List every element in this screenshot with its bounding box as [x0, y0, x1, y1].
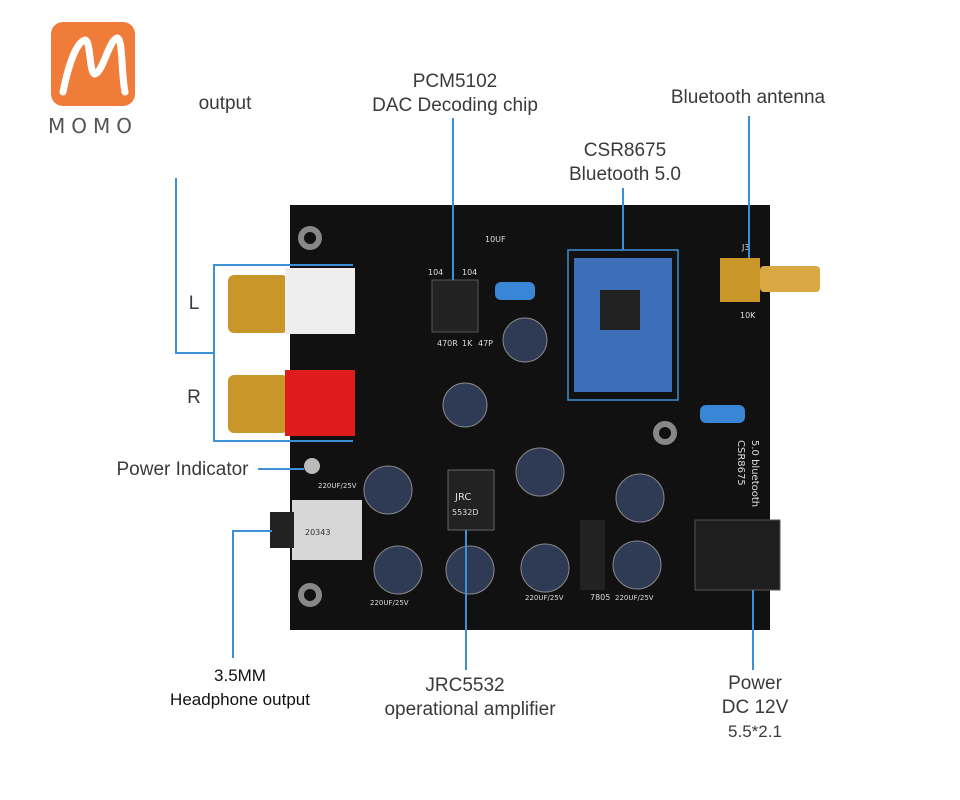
- logo-m-mark-icon: [59, 34, 129, 96]
- pointer-line-dac: [452, 118, 454, 280]
- rca-right-housing: [285, 370, 355, 436]
- headphone-jack: [292, 500, 362, 560]
- dc-power-jack: [694, 519, 781, 591]
- board-text-104b: 104: [462, 268, 477, 277]
- label-opamp-line2: operational amplifier: [384, 699, 556, 720]
- label-headphone-line2: Headphone output: [170, 690, 310, 709]
- pointer-bracket-top: [213, 264, 353, 266]
- board-text-104a: 104: [428, 268, 443, 277]
- board-text-47p: 47P: [478, 339, 493, 348]
- logo-tile: [51, 22, 135, 106]
- board-text-5532d: 5532D: [452, 508, 479, 517]
- pointer-line-power-indicator: [258, 468, 304, 470]
- rca-right-gold: [228, 375, 288, 433]
- sma-connector: [760, 266, 820, 292]
- board-text-470r: 470R: [437, 339, 458, 348]
- pointer-bracket-left: [213, 264, 215, 442]
- board-text-10k: 10K: [740, 311, 756, 320]
- pointer-bracket-bottom: [213, 440, 353, 442]
- cap-1: [502, 317, 548, 363]
- rca-left-gold: [228, 275, 288, 333]
- label-power-line3: 5.5*2.1: [728, 722, 782, 741]
- board-text-csr8675: CSR8675: [735, 440, 746, 486]
- board-text-220uf-a: 220UF/25V: [318, 482, 357, 490]
- headphone-jack-socket: [270, 512, 294, 548]
- board-text-10uf: 10UF: [485, 235, 506, 244]
- label-bt-line2: Bluetooth 5.0: [569, 164, 681, 185]
- label-antenna: Bluetooth antenna: [670, 87, 826, 108]
- board-text-jrc: JRC: [454, 492, 471, 503]
- bt-module-highlight: [567, 249, 679, 401]
- label-headphone-line1: 3.5MM: [214, 666, 266, 685]
- logo-brand-text: MOMO: [48, 114, 138, 138]
- pointer-line-headphone-h: [232, 530, 272, 532]
- label-dac-line2: DAC Decoding chip: [372, 95, 538, 116]
- rca-left-housing: [285, 268, 355, 334]
- cap-8: [520, 543, 570, 593]
- antenna-connector: [720, 258, 760, 302]
- cap-2: [442, 382, 488, 428]
- bt-module-chip: [600, 290, 640, 330]
- regulator-7805: [580, 520, 605, 590]
- label-right-channel: R: [187, 387, 201, 408]
- film-cap-1: [495, 282, 535, 300]
- pointer-line-headphone-v: [232, 530, 234, 658]
- label-power-line1: Power: [728, 673, 782, 694]
- jrc5532-chip: [447, 469, 495, 531]
- label-power-line2: DC 12V: [721, 697, 789, 718]
- pointer-line-bt: [622, 188, 624, 250]
- cap-4: [515, 447, 565, 497]
- pointer-line-power: [752, 590, 754, 670]
- board-text-5-bluetooth: 5.0 bluetooth: [749, 440, 760, 507]
- pointer-line-antenna: [748, 116, 750, 258]
- board-text-220uf-d: 220UF/25V: [615, 594, 654, 602]
- label-power-indicator: Power Indicator: [116, 459, 249, 480]
- board-text-7805: 7805: [590, 593, 610, 602]
- pointer-line-output-h: [175, 352, 215, 354]
- label-left-channel: L: [188, 293, 200, 314]
- label-bt-line1: CSR8675: [583, 140, 667, 161]
- cap-3: [363, 465, 413, 515]
- cap-5: [615, 473, 665, 523]
- board-text-220uf-c: 220UF/25V: [525, 594, 564, 602]
- label-dac-line1: PCM5102: [412, 71, 498, 92]
- pcm5102-chip: [431, 279, 479, 333]
- film-cap-2: [700, 405, 745, 423]
- board-text-1k: 1K: [462, 339, 473, 348]
- cap-9: [612, 540, 662, 590]
- label-opamp-line1: JRC5532: [425, 675, 505, 696]
- cap-7: [445, 545, 495, 595]
- board-text-20343: 20343: [305, 528, 330, 537]
- momo-logo: MOMO: [48, 22, 138, 138]
- pointer-line-output-v: [175, 178, 177, 354]
- board-text-220uf-b: 220UF/25V: [370, 599, 409, 607]
- power-led: [304, 458, 320, 474]
- cap-6: [373, 545, 423, 595]
- pointer-line-opamp: [465, 530, 467, 670]
- label-output: output: [198, 93, 252, 114]
- board-text-j3: J3: [741, 243, 749, 252]
